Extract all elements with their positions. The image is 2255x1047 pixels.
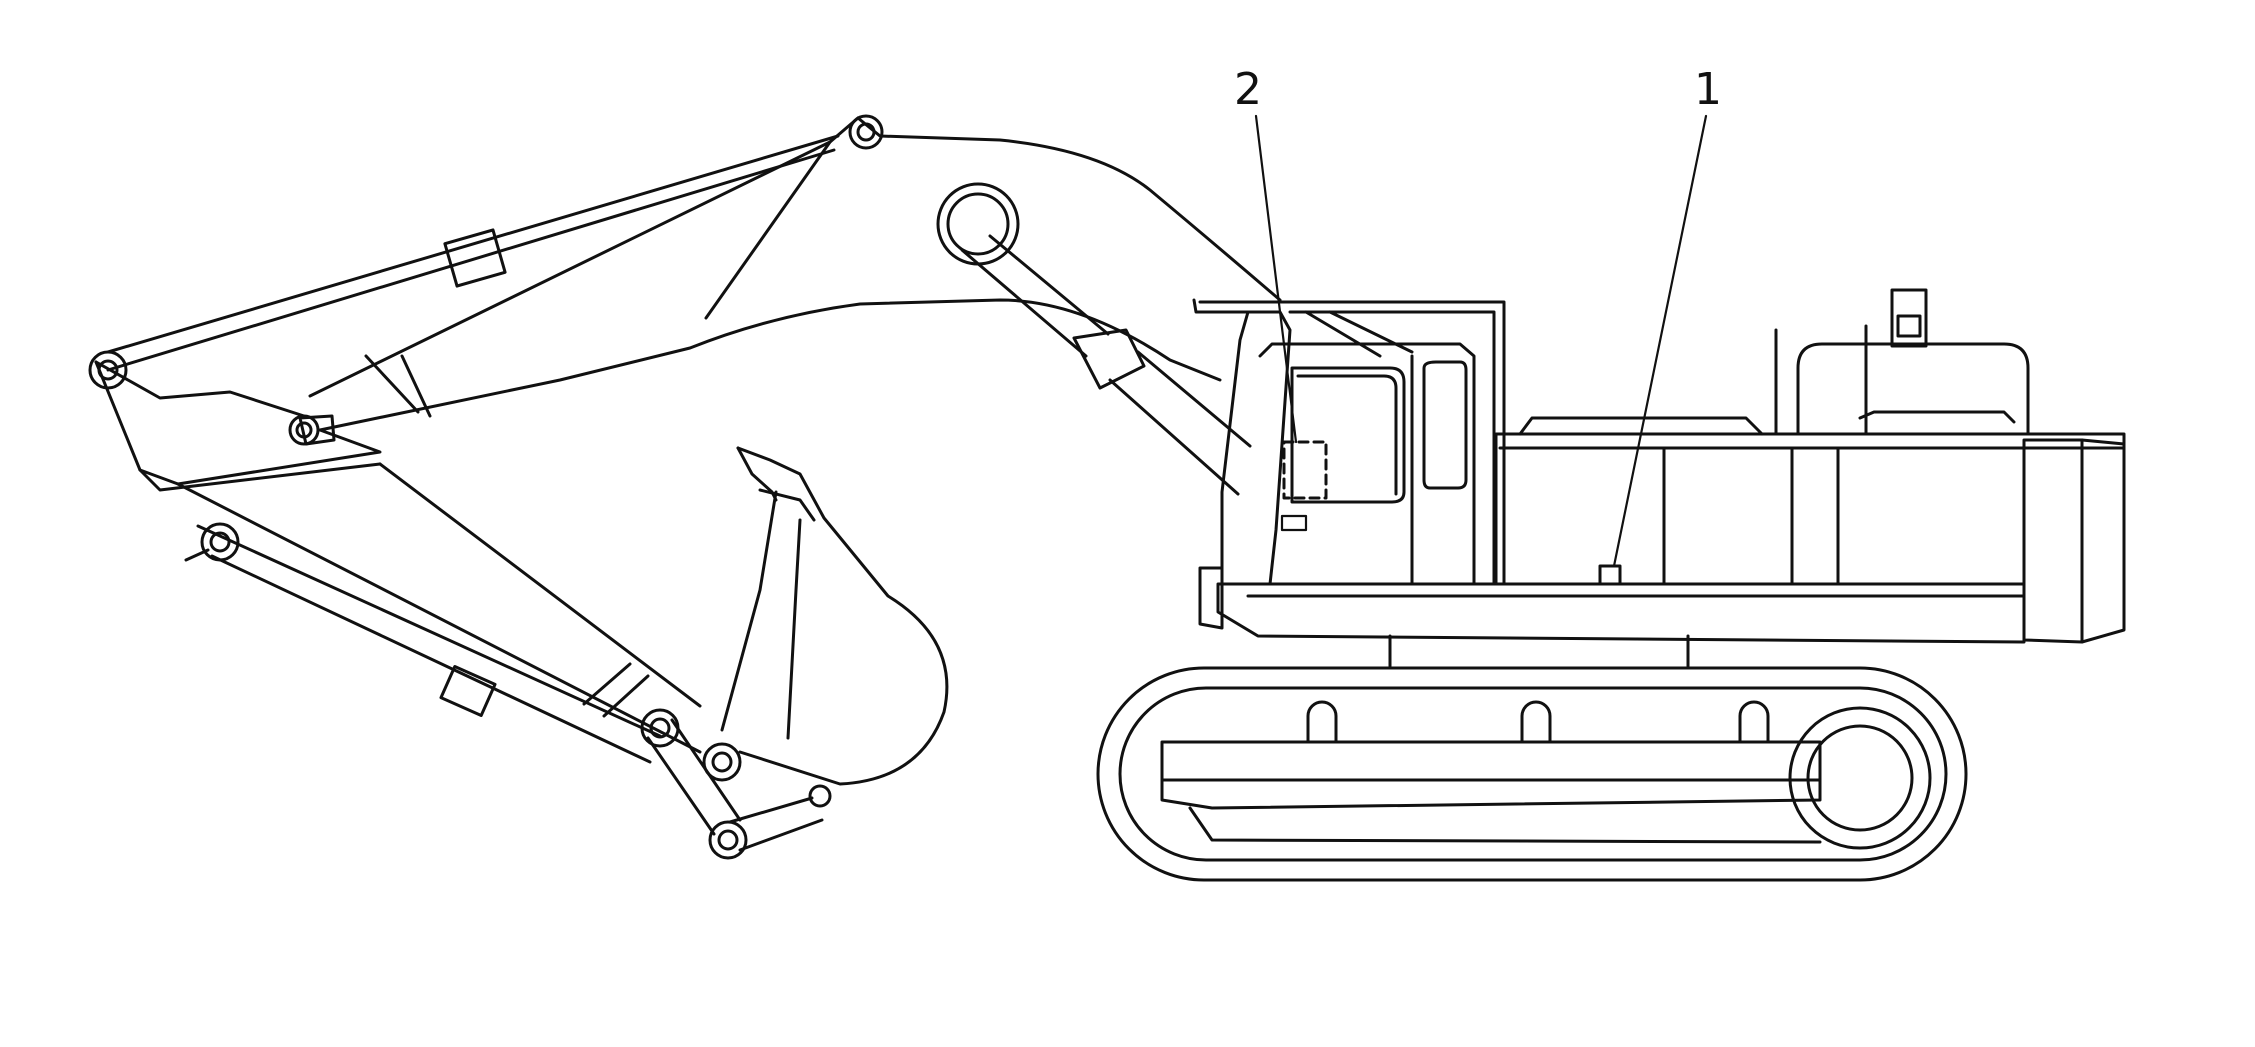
boom-cylinder: [936, 182, 1252, 496]
bucket-cylinder: [184, 522, 662, 764]
operator-cab: [1192, 298, 1506, 586]
callout-1-target: [1598, 564, 1622, 586]
callout-2-group: 2: [1234, 64, 1298, 444]
upper-structure: [1198, 288, 2126, 644]
boom: [308, 116, 1282, 496]
arm: [88, 114, 884, 754]
callout-2-leader: [1254, 114, 1298, 444]
callout-2: 2: [1234, 64, 1262, 115]
callout-1-group: 1: [1598, 64, 1722, 586]
arm-cylinder: [106, 114, 884, 372]
cab-plate: [1280, 514, 1308, 532]
callout-1-leader: [1612, 114, 1708, 568]
callout-1: 1: [1694, 64, 1722, 115]
crawler-track: [1096, 634, 1968, 882]
hidden-panel-dashed: [1282, 440, 1328, 500]
bucket: [720, 446, 949, 786]
carrier-rollers: [1306, 700, 1770, 744]
bucket-linkage: [640, 708, 832, 860]
